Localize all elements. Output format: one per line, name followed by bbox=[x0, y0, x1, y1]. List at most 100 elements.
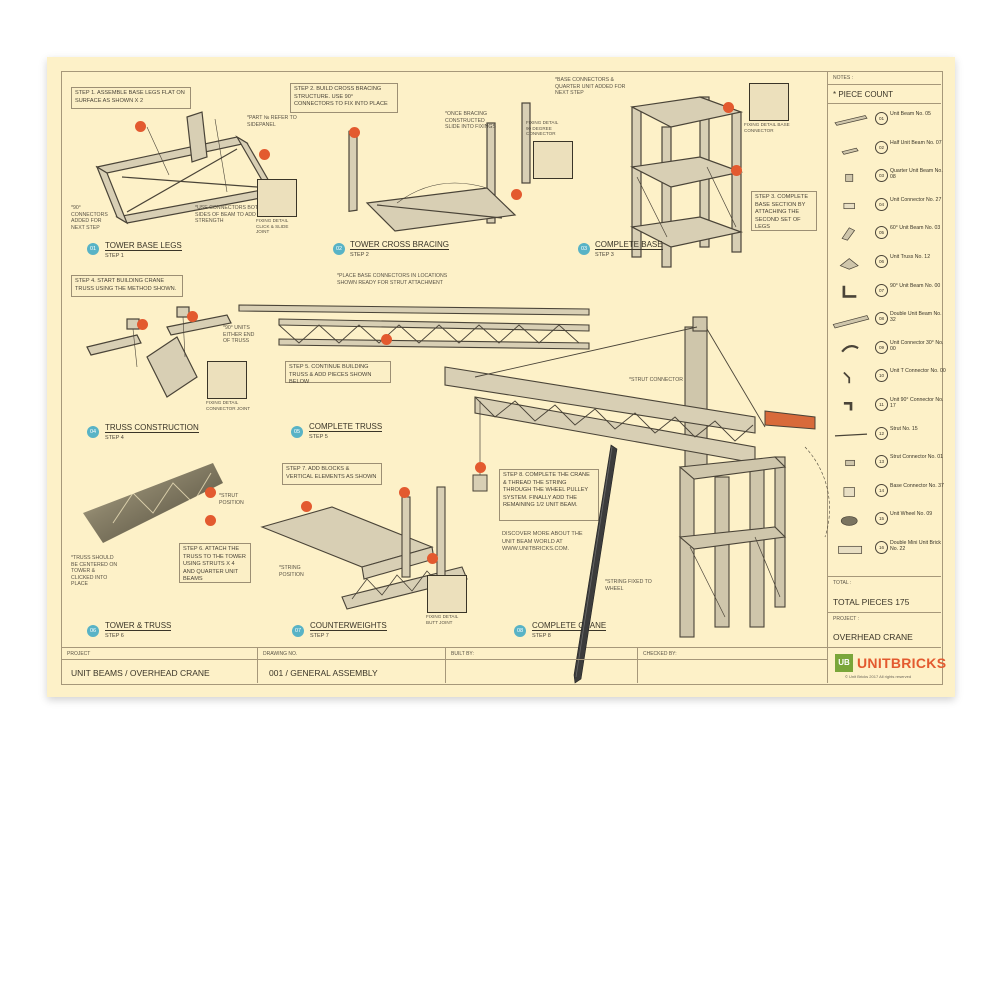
step8-marker bbox=[475, 462, 486, 473]
piece-name: Unit Beam No. 05 bbox=[890, 111, 931, 117]
piece-count-label: * PIECE COUNT bbox=[833, 90, 894, 99]
step6-marker-b bbox=[205, 515, 216, 526]
step1-title: TOWER BASE LEGS bbox=[105, 241, 182, 251]
titleblock-col-2 bbox=[445, 647, 446, 683]
piece-icon bbox=[841, 147, 859, 155]
piece-icon bbox=[845, 460, 855, 467]
step3-fixing-detail: FIXING DETAIL BASE CONNECTOR bbox=[744, 83, 790, 133]
step8-subtitle: STEP 8 bbox=[532, 633, 551, 639]
sidebar-divider bbox=[827, 71, 828, 683]
piece-number: 05 bbox=[875, 226, 888, 240]
piece-icon bbox=[834, 433, 868, 437]
piece-name: Unit Connector 30° No. 00 bbox=[890, 339, 944, 352]
step8-note-strut-connector: *STRUT CONNECTOR bbox=[629, 377, 683, 383]
step5-marker bbox=[381, 334, 392, 345]
piece-number: 08 bbox=[875, 312, 888, 326]
step7-marker-a bbox=[301, 501, 312, 512]
step7-fixing-detail: FIXING DETAIL BUTT JOINT bbox=[426, 575, 467, 625]
step1-note-connectors: *90° CONNECTORS ADDED FOR NEXT STEP bbox=[71, 205, 108, 231]
piece-name: Unit Wheel No. 09 bbox=[890, 511, 933, 518]
step4-instruction: STEP 4. START BUILDING CRANE TRUSS USING… bbox=[71, 275, 183, 297]
total-rule bbox=[827, 576, 941, 577]
step7-subtitle: STEP 7 bbox=[310, 633, 329, 639]
piece-name: Quarter Unit Beam No. 08 bbox=[890, 168, 943, 181]
blueprint-sheet: STEP 1. ASSEMBLE BASE LEGS FLAT ON SURFA… bbox=[47, 57, 955, 697]
piece-name: Double Unit Beam No. 32 bbox=[890, 311, 942, 324]
piece-name: Strut Connector No. 01 bbox=[890, 454, 944, 461]
piece-icon bbox=[843, 372, 851, 384]
step5-instruction: STEP 5. CONTINUE BUILDING TRUSS & ADD PI… bbox=[285, 361, 391, 385]
step5-note-90-units: *90° UNITS EITHER END OF TRUSS bbox=[223, 325, 255, 344]
step1-subtitle: STEP 1 bbox=[105, 253, 124, 259]
step3-title: COMPLETE BASE bbox=[595, 240, 663, 250]
step4-fixing-detail: FIXING DETAIL CONNECTOR JOINT bbox=[206, 361, 250, 411]
drawing-value: 001 / GENERAL ASSEMBLY bbox=[269, 668, 378, 678]
total-pieces: TOTAL PIECES 175 bbox=[833, 597, 910, 607]
piece-name: Half Unit Beam No. 07 bbox=[890, 139, 942, 146]
crane-drawing bbox=[444, 316, 830, 638]
piece-name: Unit 90° Connector No. 17 bbox=[890, 397, 944, 409]
step3-note-base-connectors: *BASE CONNECTORS & QUARTER UNIT ADDED FO… bbox=[555, 77, 626, 96]
piece-icon bbox=[845, 174, 854, 182]
step5-title: COMPLETE TRUSS bbox=[309, 422, 383, 432]
step4-marker-b bbox=[187, 311, 198, 322]
step3-badge: 03 bbox=[578, 243, 590, 255]
step2-badge: 02 bbox=[333, 243, 345, 255]
brand-mark: UB bbox=[835, 654, 853, 672]
piece-name: 60° Unit Beam No. 03 bbox=[890, 225, 941, 232]
step5-note-base-connectors: *PLACE BASE CONNECTORS IN LOCATIONS SHOW… bbox=[337, 273, 448, 286]
step7-marker-c bbox=[427, 553, 438, 564]
titleblock-col-3 bbox=[637, 647, 638, 683]
step1-marker-b bbox=[259, 149, 270, 160]
piece-icon bbox=[843, 486, 855, 497]
piece-number: 09 bbox=[875, 340, 888, 354]
piece-icon bbox=[834, 115, 868, 126]
step4-title: TRUSS CONSTRUCTION bbox=[105, 423, 199, 433]
step6-note-strut: *STRUT POSITION bbox=[219, 493, 244, 506]
step7-badge: 07 bbox=[292, 625, 304, 637]
step6-subtitle: STEP 6 bbox=[105, 633, 124, 639]
step6-marker-a bbox=[205, 487, 216, 498]
step7-marker-b bbox=[399, 487, 410, 498]
step8-note-string-wheel: *STRING FIXED TO WHEEL bbox=[605, 579, 652, 592]
titleblock-col-1 bbox=[257, 647, 258, 683]
step5-badge: 05 bbox=[291, 426, 303, 438]
step2-instruction: STEP 2. BUILD CROSS BRACING STRUCTURE. U… bbox=[290, 83, 398, 113]
piece-icon bbox=[843, 402, 853, 411]
notes-label: NOTES : bbox=[833, 75, 854, 81]
step8-badge: 08 bbox=[514, 625, 526, 637]
piece-icon bbox=[843, 202, 855, 209]
step2-fixing-detail: FIXING DETAIL 90 DEGREE CONNECTOR bbox=[526, 120, 573, 179]
piece-number: 11 bbox=[875, 398, 888, 411]
project-value: UNIT BEAMS / OVERHEAD CRANE bbox=[71, 668, 210, 678]
step3-marker-a bbox=[723, 102, 734, 113]
piece-name: Unit Connector No. 27 bbox=[890, 196, 942, 203]
copyright: © Unit Bricks 2017 All rights reserved bbox=[845, 674, 912, 679]
piece-number: 06 bbox=[875, 255, 888, 268]
step4-marker-a bbox=[137, 319, 148, 330]
step8-title: COMPLETE CRANE bbox=[532, 621, 607, 631]
step4-drawing bbox=[86, 306, 232, 398]
notes-rule bbox=[827, 84, 941, 85]
piece-number: 03 bbox=[875, 169, 888, 183]
piece-number: 01 bbox=[875, 112, 888, 125]
piece-icon bbox=[839, 258, 859, 270]
step3-marker-b bbox=[731, 165, 742, 176]
titleblock-divider bbox=[61, 647, 827, 648]
step6-badge: 06 bbox=[87, 625, 99, 637]
piece-number: 16 bbox=[875, 541, 888, 554]
piece-name: Double Mini Unit Brick No. 22 bbox=[890, 540, 942, 552]
